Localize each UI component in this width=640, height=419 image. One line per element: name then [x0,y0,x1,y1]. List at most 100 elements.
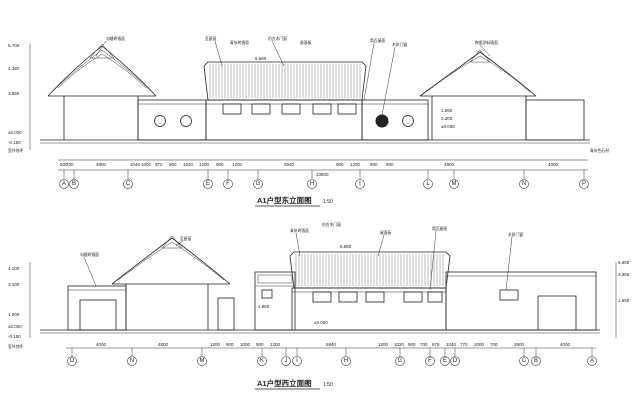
east-axis: I [355,170,365,189]
east-level-4: ±0.000 [8,130,22,135]
west-ann-5: 屋面板 [380,230,392,235]
west-dimension-row: 4000 4800 1200 900 1000 900 1200 5940 12… [66,342,596,349]
svg-text:A: A [590,358,594,364]
west-axis: M [197,348,207,366]
svg-text:M: M [200,358,205,364]
svg-text:B: B [534,358,538,364]
west-title: A1户型西立面图 [257,378,312,388]
east-dim: 1200 [350,162,361,167]
east-axis: E [203,170,213,189]
east-level-2: 4.350 [8,66,20,71]
east-dim: 900 [169,162,177,167]
east-dim: 1020 [183,162,194,167]
east-ann-8: 陶瓷涂料墙面 [475,40,498,45]
west-dim: 700 [420,342,428,347]
west-dim: 1020 [394,342,405,347]
east-axis: M [449,170,459,189]
svg-text:O: O [70,358,75,364]
west-dim: 1000 [240,342,251,347]
west-dim: 1200 [270,342,281,347]
east-level-5: -0.150 [8,140,21,145]
east-axis-bubbles: A B C E F G H I L M N P [59,170,589,189]
west-axis-bubbles: O N M K J I H G F E D C B A [67,348,597,366]
west-left-wall [67,285,127,331]
svg-text:A: A [62,181,66,187]
west-level-7: 3.350 [618,272,630,277]
east-ann-9: 室外地坪 [8,148,23,153]
svg-text:G: G [398,358,403,364]
east-dim: 4000 [548,162,559,167]
west-small-level-2: 1.860 [258,304,270,309]
west-main-hall [289,251,451,331]
svg-text:D: D [453,358,458,364]
west-ann-7: 木质门窗 [508,232,523,237]
east-main-hall [203,61,367,141]
west-dim-texts: 4000 4800 1200 900 1000 900 1200 5940 12… [96,342,571,347]
east-ann-5: 屋面板 [300,40,312,45]
svg-text:E: E [206,181,210,187]
east-level-3: 3.350 [8,91,20,96]
west-dim: 1200 [378,342,389,347]
east-low-wall-1 [137,99,207,141]
east-dim: 700 [66,162,74,167]
east-level-1: 5.700 [8,43,20,48]
east-axis: B [69,170,79,189]
svg-text:N: N [130,358,134,364]
east-dim: 1200 [232,162,243,167]
east-small-level-2: 1.650 [441,108,453,113]
west-axis: N [127,348,137,366]
svg-text:C: C [522,358,527,364]
west-axis: D [450,348,460,366]
west-axis: B [531,348,541,366]
east-axis: P [579,170,589,189]
east-axis: F [223,170,233,189]
west-axis: H [341,348,351,366]
west-ann-4: 仿古木门窗 [322,222,341,227]
west-title-block: A1户型西立面图 1:50 [255,378,333,390]
east-dim: 970 [155,162,163,167]
svg-text:F: F [226,181,230,187]
svg-text:K: K [260,358,264,364]
west-level-4: ±0.000 [8,324,22,329]
west-dim: 900 [408,342,416,347]
east-title-block: A1户型东立面图 1:50 [255,195,333,207]
svg-text:B: B [72,181,76,187]
east-axis: C [123,170,133,189]
west-dim: 700 [490,342,498,347]
svg-text:M: M [452,181,457,187]
west-dim: 5940 [326,342,337,347]
west-ann-6: 筒瓦屋面 [432,226,447,231]
west-dim: 1040 [446,342,457,347]
east-dim: 900 [386,162,394,167]
west-level-marks: 4.100 3.100 1.000 ±0.000 -0.150 5.650 3.… [8,260,630,339]
east-dim: 900 [216,162,224,167]
west-axis: K [257,348,267,366]
west-axis: E [440,348,450,366]
east-axis: L [423,170,433,189]
east-ann-7: 木质门窗 [392,42,407,47]
east-ann-3: 青灰砖墙面 [230,40,249,45]
east-dim: 1200 [199,162,210,167]
west-small-unit [254,271,296,331]
west-axis: A [587,348,597,366]
east-dim: 4800 [444,162,455,167]
east-ann-2: 瓦屋面 [205,36,217,41]
west-dim: 900 [226,342,234,347]
west-ann-2: 瓦屋面 [180,236,192,241]
east-dim: 500 [60,162,68,167]
east-left-pavilion [47,43,157,140]
west-level-2: 3.100 [8,282,20,287]
east-dim: 1000 [141,162,152,167]
east-dimension-row: 500 700 3800 1040 1000 970 900 1020 1200… [58,159,588,177]
west-ann-1: 勾缝砖墙面 [80,252,99,257]
east-dim: 5940 [284,162,295,167]
svg-text:P: P [582,181,586,187]
west-axis: G [395,348,405,366]
west-elevation: 4.100 3.100 1.000 ±0.000 -0.150 5.650 3.… [8,222,630,390]
west-level-6: 5.650 [618,260,630,265]
east-small-level-3: 0.300 [441,116,453,121]
east-ann-10: 青灰色石材 [590,148,609,153]
east-title: A1户型东立面图 [257,195,312,205]
svg-text:C: C [126,181,131,187]
